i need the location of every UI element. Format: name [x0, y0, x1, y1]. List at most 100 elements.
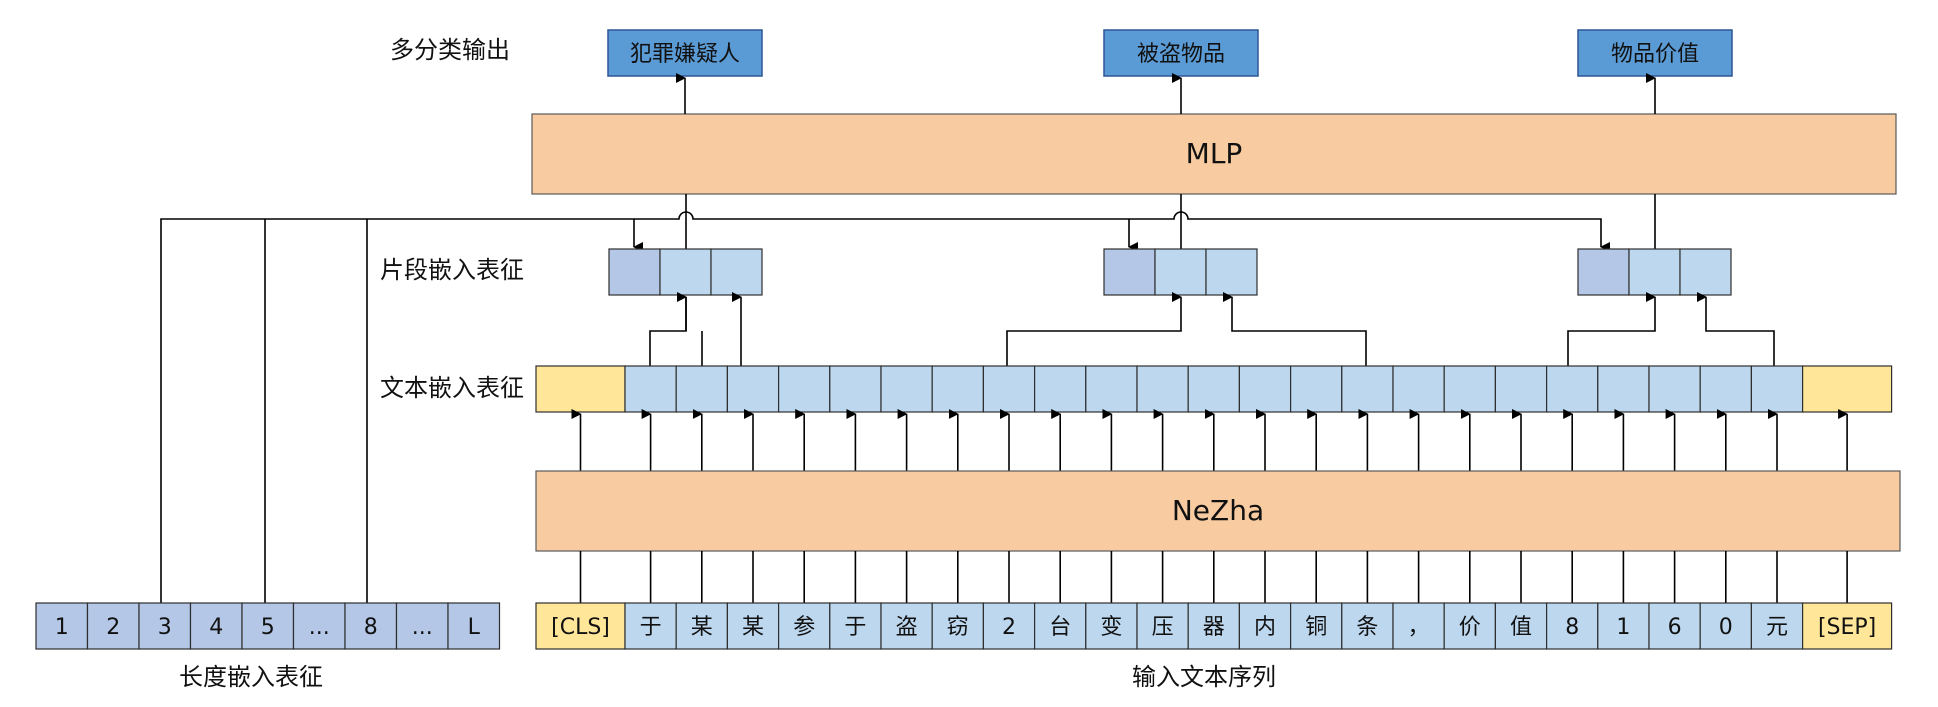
- embedding-cell: [1597, 365, 1650, 413]
- input-token: 1: [1597, 602, 1650, 650]
- input-token: 0: [1699, 602, 1752, 650]
- length-token-label: L: [468, 615, 481, 640]
- input-token-label: 元: [1766, 615, 1788, 640]
- embedding-cell: [1392, 365, 1445, 413]
- input-token-label: ，: [1408, 615, 1430, 640]
- embedding-cell: [726, 365, 780, 413]
- length-token: ...: [395, 602, 449, 650]
- length-token: 5: [241, 602, 295, 650]
- input-token-label: 0: [1719, 615, 1733, 640]
- input-token-label: 条: [1356, 615, 1378, 640]
- embedding-cell: [1341, 365, 1394, 413]
- token-to-segment-arrows: [649, 292, 1775, 366]
- embedding-cell: [1085, 365, 1138, 413]
- input-token-label: 6: [1668, 615, 1682, 640]
- embedding-cell: [777, 365, 831, 413]
- length-token-label: 1: [55, 615, 69, 640]
- output-box-suspect: 犯罪嫌疑人: [607, 29, 763, 77]
- segment-embedding-3: [1577, 248, 1732, 296]
- input-token: 元: [1750, 602, 1804, 650]
- length-token-label: 3: [158, 615, 172, 640]
- input-token: 压: [1136, 602, 1189, 650]
- input-token-label: 1: [1616, 615, 1630, 640]
- input-token: 内: [1238, 602, 1292, 650]
- length-token: 3: [138, 602, 192, 650]
- embedding-cell: [624, 365, 677, 413]
- embedding-cell: [880, 365, 933, 413]
- input-token-label: 参: [793, 615, 815, 640]
- segment-to-mlp-lines: [685, 194, 1656, 249]
- input-token: [CLS]: [535, 602, 626, 650]
- embedding-cell: [829, 365, 882, 413]
- input-token: 2: [982, 602, 1036, 650]
- input-token: 6: [1648, 602, 1701, 650]
- input-token-label: 于: [640, 615, 662, 640]
- embedding-cell: [1289, 365, 1343, 413]
- output-box-stolen-item: 被盗物品: [1103, 29, 1259, 77]
- mlp-block: MLP: [531, 113, 1897, 195]
- length-token: 8: [344, 602, 398, 650]
- embedding-cell: [1136, 365, 1189, 413]
- input-token: ，: [1392, 602, 1445, 650]
- input-token: 8: [1545, 602, 1599, 650]
- input-token: 台: [1033, 602, 1087, 650]
- input-token: 窃: [931, 602, 985, 650]
- embedding-cell: [1545, 365, 1599, 413]
- embedding-cell: [535, 365, 626, 413]
- embedding-cell: [1033, 365, 1087, 413]
- input-token-label: [SEP]: [1818, 615, 1876, 640]
- text-embedding-row: [535, 365, 1893, 413]
- input-token-label: 值: [1510, 615, 1532, 640]
- input-token-label: 8: [1565, 615, 1579, 640]
- input-token-label: 器: [1203, 615, 1225, 640]
- input-token-label: 台: [1049, 615, 1071, 640]
- embedding-cell: [931, 365, 985, 413]
- length-token: L: [447, 602, 501, 650]
- input-token: 某: [675, 602, 729, 650]
- length-embedding-label: 长度嵌入表征: [179, 663, 323, 691]
- length-token-label: 2: [106, 615, 120, 640]
- segment-embedding-label: 片段嵌入表征: [380, 256, 524, 284]
- embedding-cell: [1187, 365, 1240, 413]
- input-token: 值: [1494, 602, 1548, 650]
- output-box-item-value: 物品价值: [1577, 29, 1733, 77]
- input-sequence-label: 输入文本序列: [1132, 663, 1276, 691]
- output-label-suspect: 犯罪嫌疑人: [630, 42, 740, 67]
- embedding-cell: [1443, 365, 1496, 413]
- input-token-label: 2: [1002, 615, 1016, 640]
- input-token-label: 某: [691, 615, 713, 640]
- embedding-cell: [1699, 365, 1752, 413]
- token-to-nezha-lines: [579, 551, 1848, 603]
- input-token-label: 内: [1254, 615, 1276, 640]
- input-token-label: 价: [1459, 615, 1481, 640]
- nezha-block: NeZha: [535, 470, 1901, 552]
- output-label-stolen-item: 被盗物品: [1137, 42, 1225, 67]
- mlp-label: MLP: [1186, 137, 1243, 170]
- input-token: 盗: [880, 602, 933, 650]
- length-token: ...: [292, 602, 346, 650]
- input-token-label: 于: [844, 615, 866, 640]
- nezha-to-embedding-arrows: [571, 409, 1849, 471]
- input-token-label: 某: [742, 615, 764, 640]
- length-token-label: ...: [309, 615, 330, 640]
- input-token-label: [CLS]: [551, 615, 610, 640]
- length-token-label: 8: [364, 615, 378, 640]
- input-token: 于: [829, 602, 882, 650]
- embedding-cell: [1238, 365, 1292, 413]
- embedding-cell: [1494, 365, 1548, 413]
- segment-embedding-2: [1103, 248, 1258, 296]
- nezha-label: NeZha: [1172, 494, 1264, 527]
- input-token: 某: [726, 602, 780, 650]
- input-token: 于: [624, 602, 677, 650]
- embedding-cell: [675, 365, 729, 413]
- multi-output-label: 多分类输出: [390, 36, 510, 64]
- input-token: 变: [1085, 602, 1138, 650]
- length-token-label: ...: [412, 615, 433, 640]
- output-label-item-value: 物品价值: [1611, 42, 1699, 67]
- input-token-label: 铜: [1305, 615, 1327, 640]
- embedding-cell: [1750, 365, 1804, 413]
- input-token: 铜: [1289, 602, 1343, 650]
